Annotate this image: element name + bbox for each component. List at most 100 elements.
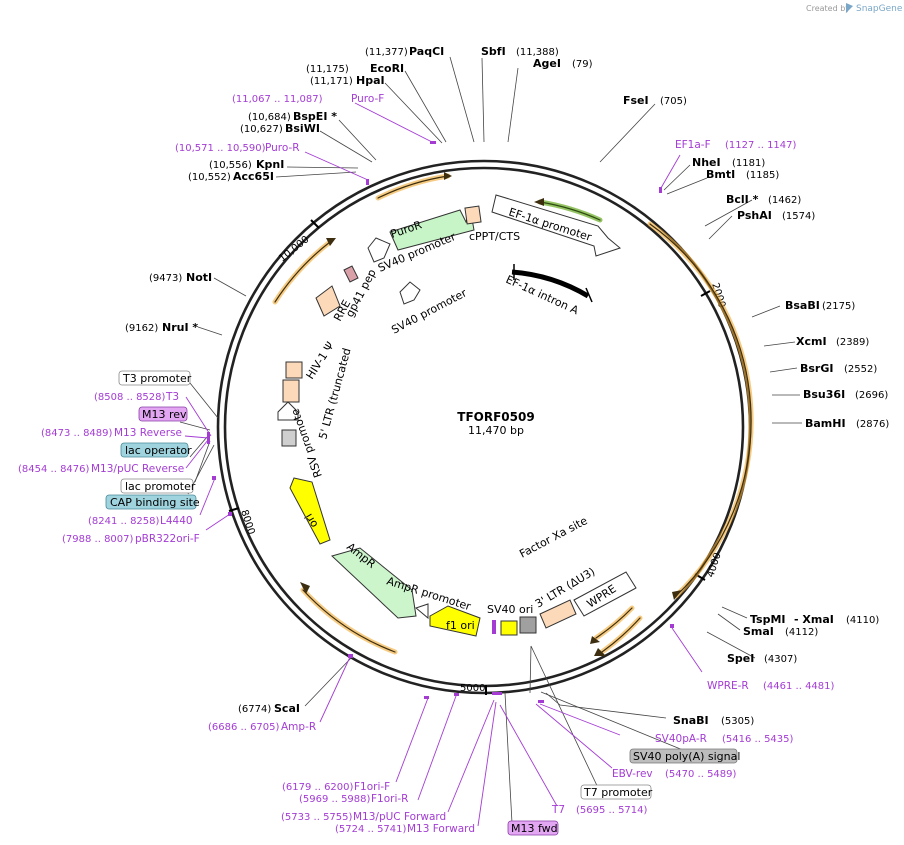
enzyme-scai: ScaI — [274, 702, 300, 715]
primer-ef1a-f: EF1a-F — [675, 139, 711, 151]
primer-m13-forward-pos: (5724 .. 5741) — [335, 824, 407, 835]
enzyme-agei-pos: (79) — [572, 59, 593, 70]
enzyme-noti: NotI — [186, 271, 212, 284]
primer-t3: T3 — [165, 391, 179, 403]
enzyme-spei: SpeI — [727, 652, 754, 665]
label-m13-fwd: M13 fwd — [511, 822, 558, 835]
label-t3-promoter: T3 promoter — [122, 372, 192, 385]
enzyme-bcli-pos: (1462) — [768, 195, 801, 206]
box-sv40-polya — [629, 748, 738, 764]
primer-m13puc-forward-pos: (5733 .. 5755) — [281, 812, 353, 823]
primer-amp-r: Amp-R — [281, 721, 316, 733]
label-cap-binding-site: CAP binding site — [110, 496, 200, 509]
primer-ef1a-f-pos: (1127 .. 1147) — [725, 140, 797, 151]
box-m13-rev — [138, 406, 188, 422]
feature-f1-ori: f1 ori — [446, 619, 475, 632]
label-lac-promoter: lac promoter — [125, 480, 196, 493]
enzyme-xmai-pos: (4110) — [846, 615, 879, 626]
enzyme-smai: SmaI — [743, 625, 774, 638]
credit-prefix: Created by — [806, 4, 850, 13]
enzyme-nhei-pos: (1181) — [732, 158, 765, 169]
enzyme-bamhi-pos: (2876) — [856, 419, 889, 430]
primer-wpre-r-pos: (4461 .. 4481) — [763, 681, 835, 692]
enzyme-fsei: FseI — [623, 94, 649, 107]
intron-bar — [511, 264, 593, 303]
feature-cppt-cts: cPPT/CTS — [469, 230, 520, 243]
primer-pbr322ori-f-pos: (7988 .. 8007) — [62, 534, 134, 545]
feature-sv40-ori: SV40 ori — [487, 603, 533, 616]
enzyme-agei: AgeI — [533, 57, 561, 70]
tick-5000: 5000 — [460, 683, 485, 694]
primer-puro-r-pos: (10,571 .. 10,590) — [175, 143, 266, 154]
enzyme-fsei-pos: (705) — [660, 96, 687, 107]
primer-marks — [207, 141, 674, 703]
enzyme-nhei: NheI — [692, 156, 721, 169]
enzyme-sbfi: SbfI — [481, 45, 506, 58]
primer-sv40pa-r-pos: (5416 .. 5435) — [722, 734, 794, 745]
enzyme-sbfi-pos: (11,388) — [516, 47, 559, 58]
enzyme-bcli: BclI * — [726, 193, 759, 206]
primer-t7-pos: (5695 .. 5714) — [576, 805, 648, 816]
enzyme-xmai: - XmaI — [794, 613, 834, 626]
primer-puro-r: Puro-R — [265, 142, 300, 154]
snapgene-logo-icon — [846, 3, 853, 13]
primer-puro-f-pos: (11,067 .. 11,087) — [232, 94, 323, 105]
enzyme-acc65i-pos: (10,552) — [188, 172, 231, 183]
enzyme-bsu36i: Bsu36I — [803, 388, 845, 401]
primer-ebv-rev: EBV-rev — [612, 768, 653, 780]
enzyme-kpni-pos: (10,556) — [209, 160, 252, 171]
enzyme-scai-pos: (6774) — [238, 704, 271, 715]
primer-m13-reverse: M13 Reverse — [114, 427, 182, 439]
box-t3-promoter — [118, 370, 191, 386]
label-lac-operator: lac operator — [125, 444, 192, 457]
feature-ef1a-intron: EF-1α intron A — [504, 273, 581, 318]
enzyme-ecori: EcoRI — [370, 62, 404, 75]
box-lac-promoter — [120, 478, 194, 494]
feature-shapes — [277, 194, 637, 637]
label-m13-rev: M13 rev — [142, 408, 187, 421]
enzyme-bsrgi: BsrGI — [800, 362, 833, 375]
primer-m13-forward: M13 Forward — [407, 823, 475, 835]
enzyme-pshai: PshAI — [737, 209, 772, 222]
primer-amp-r-pos: (6686 .. 6705) — [208, 722, 280, 733]
primer-t3-pos: (8508 .. 8528) — [94, 392, 166, 403]
enzyme-tspmi: TspMI — [750, 613, 786, 626]
primer-m13-reverse-pos: (8473 .. 8489) — [41, 428, 113, 439]
primer-f1ori-r-pos: (5969 .. 5988) — [299, 794, 371, 805]
box-cap-binding-site — [105, 494, 197, 510]
enzyme-spei-pos: (4307) — [764, 654, 797, 665]
enzyme-smai-pos: (4112) — [785, 627, 818, 638]
primer-f1ori-f-pos: (6179 .. 6200) — [282, 782, 354, 793]
enzyme-bmti: BmtI — [706, 168, 735, 181]
enzyme-snabi: SnaBI — [673, 714, 709, 727]
enzyme-hpai: HpaI — [356, 74, 385, 87]
label-t7-promoter: T7 promoter — [583, 786, 653, 799]
primer-pbr322ori-f: pBR322ori-F — [135, 533, 200, 545]
primer-puro-f: Puro-F — [351, 93, 384, 105]
enzyme-bamhi: BamHI — [805, 417, 846, 430]
enzyme-paqci: PaqCI — [409, 45, 444, 58]
plasmid-name: TFORF0509 — [457, 410, 534, 424]
enzyme-snabi-pos: (5305) — [721, 716, 754, 727]
enzyme-kpni: KpnI — [256, 158, 284, 171]
credit-brand: SnapGene — [856, 4, 903, 14]
enzyme-nrui: NruI * — [162, 321, 198, 334]
enzyme-bmti-pos: (1185) — [746, 170, 779, 181]
primer-m13puc-reverse-pos: (8454 .. 8476) — [18, 464, 90, 475]
enzyme-noti-pos: (9473) — [149, 273, 182, 284]
enzyme-paqci-pos: (11,377) — [365, 47, 408, 58]
enzyme-bspei: BspEI * — [293, 110, 337, 123]
primer-sv40pa-r: SV40pA-R — [655, 733, 707, 745]
enzyme-pshai-pos: (1574) — [782, 211, 815, 222]
enzyme-bspei-pos: (10,684) — [248, 112, 291, 123]
enzyme-ecori-pos: (11,175) — [306, 64, 349, 75]
primer-m13puc-reverse: M13/pUC Reverse — [91, 463, 184, 475]
orf-arrowheads — [300, 172, 682, 656]
box-m13-fwd — [507, 820, 559, 836]
plasmid-size: 11,470 bp — [468, 424, 524, 437]
enzyme-bsabi: BsaBI — [785, 299, 820, 312]
enzyme-xcmi-pos: (2389) — [836, 337, 869, 348]
box-lac-operator — [120, 442, 189, 458]
primer-l4440: L4440 — [160, 515, 193, 527]
enzyme-bsu36i-pos: (2696) — [855, 390, 888, 401]
